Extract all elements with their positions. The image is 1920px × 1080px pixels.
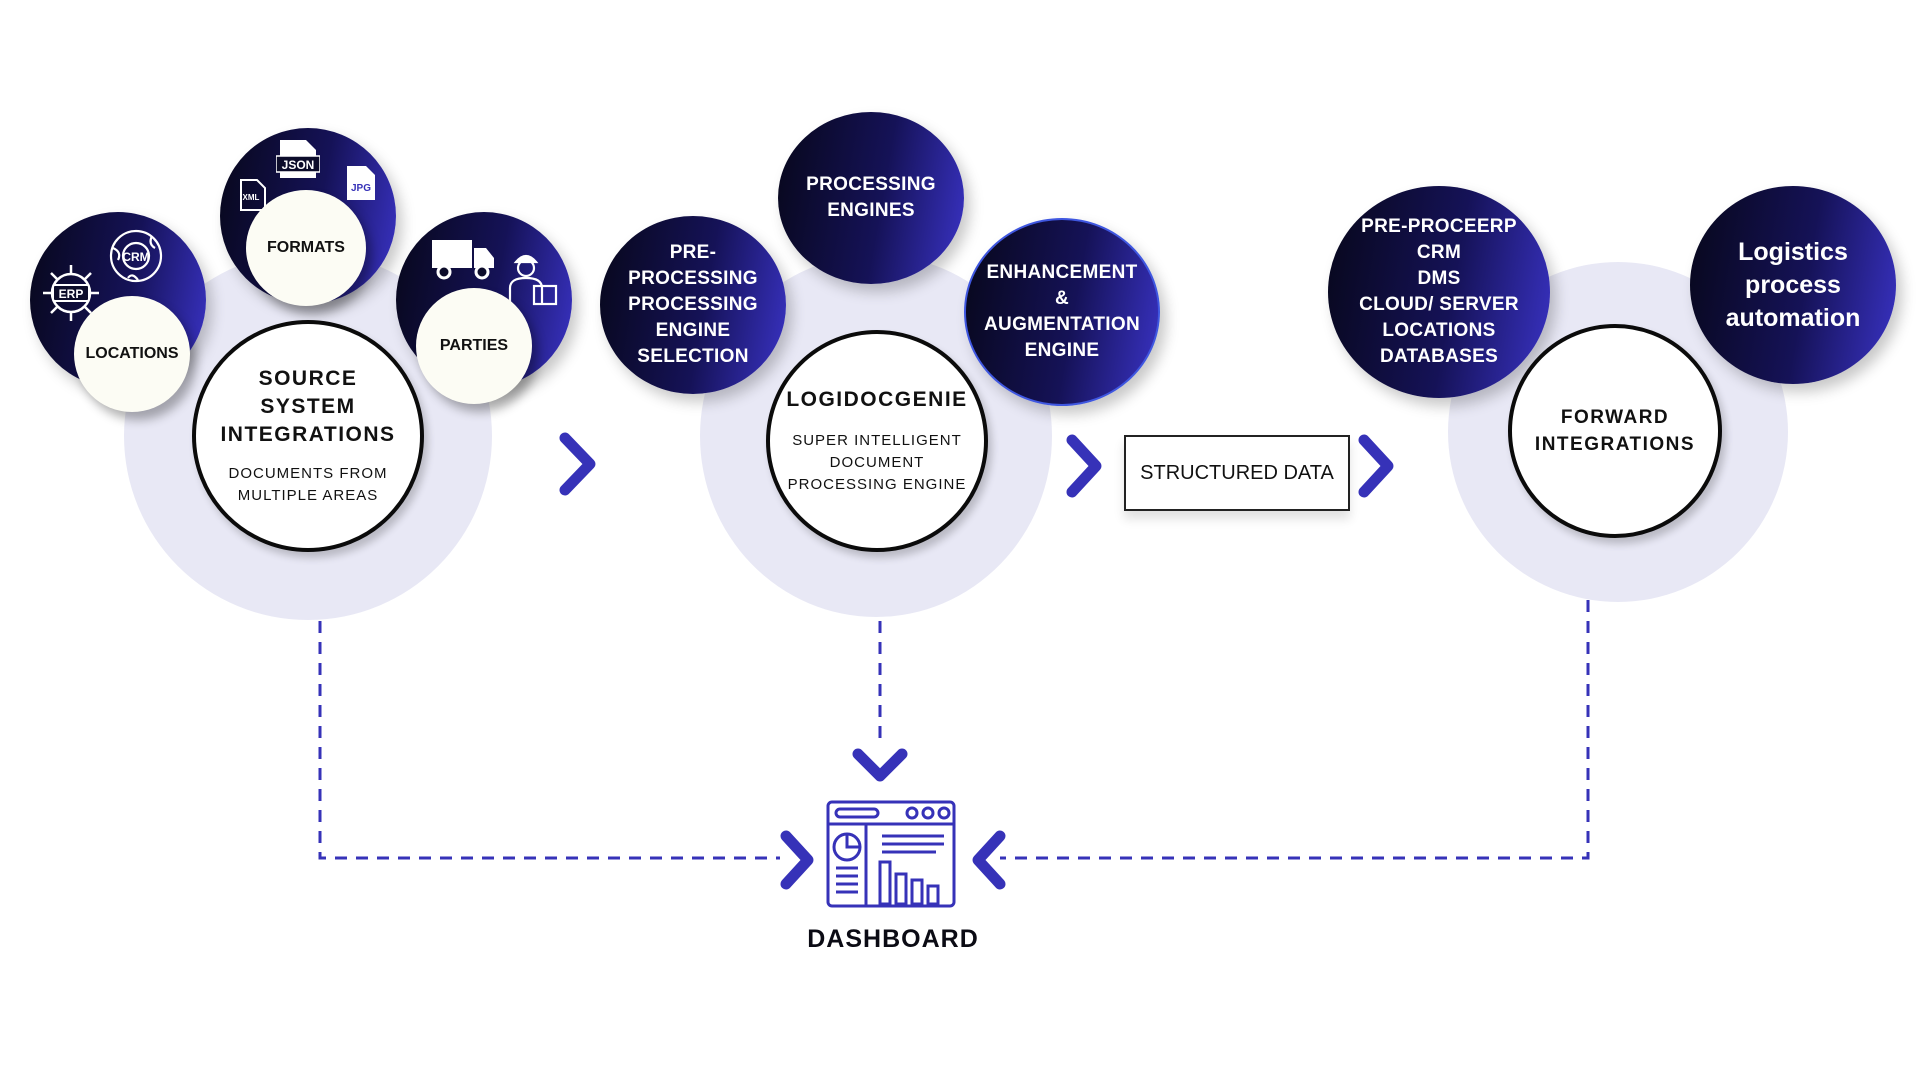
crm-icon-text: CRM	[122, 250, 149, 264]
erp-icon-text: ERP	[59, 287, 84, 301]
source-subtitle: DOCUMENTS FROM MULTIPLE AREAS	[228, 465, 388, 504]
dashboard-window-icon	[826, 800, 956, 908]
erp-gear-icon: ERP	[43, 265, 99, 321]
locations-label: LOCATIONS	[85, 345, 179, 362]
enhancement-circle: ENHANCEMENT & AUGMENTATION ENGINE	[964, 218, 1160, 406]
source-title: SOURCE SYSTEM INTEGRATIONS	[220, 367, 396, 446]
dashed-connector-forward	[1000, 600, 1590, 860]
forward-title: FORWARD INTEGRATIONS	[1534, 407, 1696, 455]
structured-data-label: STRUCTURED DATA	[1140, 461, 1334, 484]
parties-label-circle: PARTIES	[416, 288, 532, 404]
xml-file-icon: XML	[240, 179, 266, 211]
dashed-connector-source	[318, 600, 780, 860]
formats-label-circle: FORMATS	[246, 190, 366, 306]
preprocessing-circle: PRE- PROCESSING PROCESSING ENGINE SELECT…	[600, 216, 786, 394]
chevron-right-icon	[1358, 434, 1394, 498]
logistics-automation-circle: Logistics process automation	[1690, 186, 1896, 384]
logidocgenie-circle: LOGIDOCGENIE SUPER INTELLIGENT DOCUMENT …	[766, 330, 988, 552]
chevron-right-icon	[780, 830, 814, 890]
chevron-right-icon	[1066, 434, 1102, 498]
crm-globe-icon: CRM	[109, 229, 163, 283]
structured-data-box: STRUCTURED DATA	[1124, 435, 1350, 511]
forward-integrations-circle: FORWARD INTEGRATIONS	[1508, 324, 1722, 538]
parties-label: PARTIES	[439, 337, 509, 354]
json-file-icon: JSON	[276, 140, 320, 178]
source-system-integrations-circle: SOURCE SYSTEM INTEGRATIONS DOCUMENTS FRO…	[192, 320, 424, 552]
processing-engines-circle: PROCESSING ENGINES	[778, 112, 964, 284]
formats-label: FORMATS	[267, 239, 345, 256]
chevron-right-icon	[559, 432, 596, 496]
dashboard-label: DASHBOARD	[807, 925, 979, 953]
json-icon-text: JSON	[282, 158, 315, 172]
logidocgenie-title: LOGIDOCGENIE	[786, 388, 968, 411]
locations-label-circle: LOCATIONS	[74, 296, 190, 412]
logidocgenie-subtitle: SUPER INTELLIGENT DOCUMENT PROCESSING EN…	[787, 432, 967, 493]
truck-icon	[432, 240, 494, 280]
jpg-file-icon: JPG	[347, 166, 375, 200]
jpg-icon-text: JPG	[351, 183, 371, 194]
xml-icon-text: XML	[243, 193, 260, 202]
forward-targets-circle: PRE-PROCEERP CRM DMS CLOUD/ SERVER LOCAT…	[1328, 186, 1550, 398]
chevron-down-icon	[852, 748, 908, 782]
chevron-left-icon	[972, 830, 1006, 890]
delivery-person-icon	[508, 254, 558, 306]
